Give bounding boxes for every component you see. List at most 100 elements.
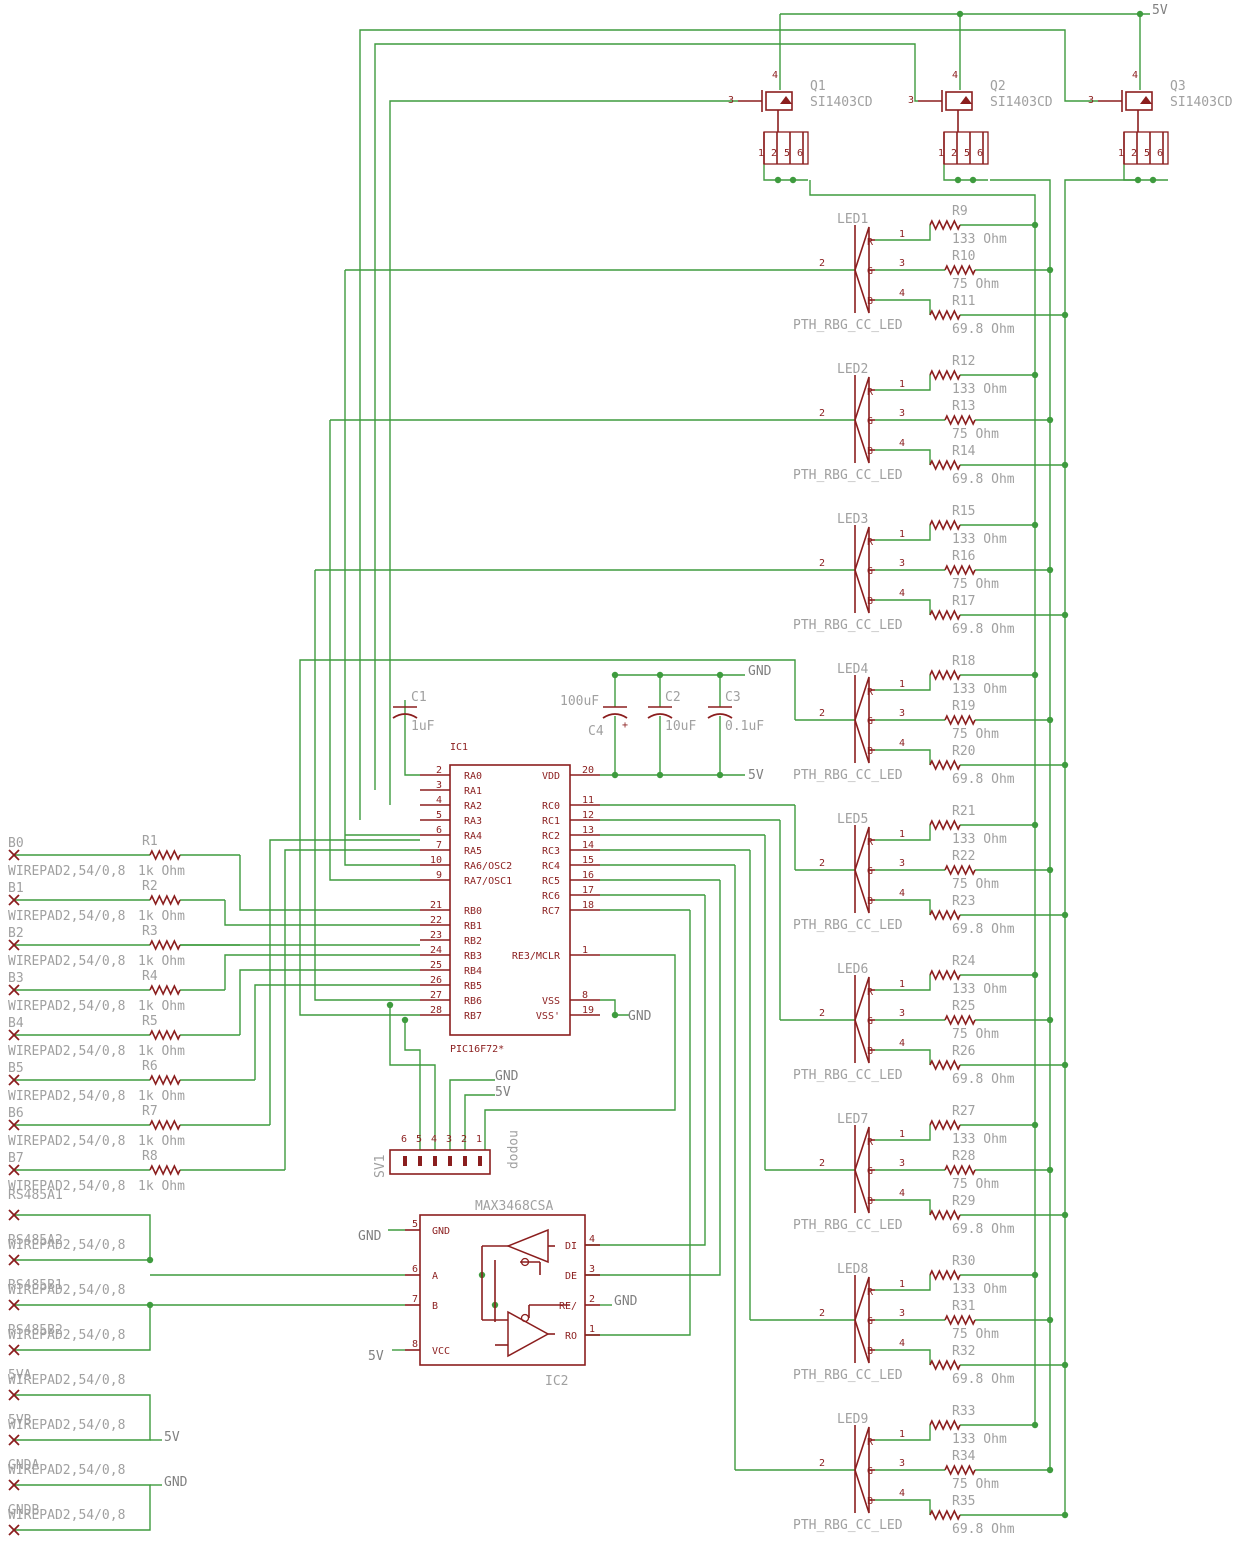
resistor xyxy=(149,1119,181,1131)
resistor-value: 69.8 Ohm xyxy=(952,322,1015,337)
led-letter: G xyxy=(867,1016,873,1027)
header-pin xyxy=(463,1156,467,1166)
capacitor-name: C3 xyxy=(725,690,741,705)
mcu-pin-number: 4 xyxy=(436,795,442,806)
driver-triangle xyxy=(505,1228,549,1264)
input-pad-name: B1 xyxy=(8,881,24,896)
transceiver-pin-number: 4 xyxy=(589,1234,595,1245)
header-pin-number: 5 xyxy=(416,1134,422,1145)
mosfet-pin-number: 6 xyxy=(1157,148,1163,159)
pad-type: WIREPAD2,54/0,8 xyxy=(8,1508,125,1523)
resistor-name: R19 xyxy=(952,699,975,714)
resistor xyxy=(929,1059,961,1071)
input-resistor-name: R5 xyxy=(142,1014,158,1029)
led-letter: R xyxy=(867,687,874,698)
resistor-value: 69.8 Ohm xyxy=(952,922,1015,937)
led-letter: B xyxy=(867,296,873,307)
led-pin-number: 2 xyxy=(819,1158,825,1169)
input-pad-type: WIREPAD2,54/0,8 xyxy=(8,909,125,924)
led-part: PTH_RBG_CC_LED xyxy=(793,768,903,783)
resistor-value: 75 Ohm xyxy=(952,1177,999,1192)
mcu-pin-number: 18 xyxy=(582,900,594,911)
input-resistor-name: R7 xyxy=(142,1104,158,1119)
transceiver-pin-number: 6 xyxy=(412,1264,418,1275)
resistor-name: R29 xyxy=(952,1194,975,1209)
wire-ra7 xyxy=(329,420,420,881)
junction-dot xyxy=(656,771,664,779)
pad-x-mark xyxy=(8,1209,20,1221)
mosfet-pin-number: 3 xyxy=(908,95,914,106)
led-pin-number: 3 xyxy=(899,1008,905,1019)
junction-dot xyxy=(1046,1016,1054,1024)
input-resistor-value: 1k Ohm xyxy=(138,1134,185,1149)
header-pin-number: 1 xyxy=(476,1134,482,1145)
mcu-pin-number: 21 xyxy=(430,900,442,911)
input-resistor-value: 1k Ohm xyxy=(138,864,185,879)
input-pad-name: B0 xyxy=(8,836,24,851)
led-letter: R xyxy=(867,387,874,398)
resistor xyxy=(929,1359,961,1371)
header-pin xyxy=(478,1156,482,1166)
wire-ra1-gate xyxy=(374,43,918,790)
wire-led-r xyxy=(875,225,931,241)
header-pin xyxy=(418,1156,422,1166)
resistor xyxy=(929,969,961,981)
wire-rb6b xyxy=(269,839,420,1125)
resistor xyxy=(149,1164,181,1176)
wire-5v-pads xyxy=(14,1394,151,1441)
transceiver-pin-name: DI xyxy=(565,1241,577,1252)
wire-rb6 xyxy=(314,570,420,1001)
resistor-name: R11 xyxy=(952,294,975,309)
transceiver-pin-number: 5 xyxy=(412,1219,418,1230)
mosfet-pin-number: 5 xyxy=(1144,148,1150,159)
resistor xyxy=(929,219,961,231)
resistor-name: R21 xyxy=(952,804,975,819)
junction-dot xyxy=(716,671,724,679)
resistor-value: 69.8 Ohm xyxy=(952,1372,1015,1387)
led-pin-number: 1 xyxy=(899,229,905,240)
resistor-name: R16 xyxy=(952,549,975,564)
led-pin-number: 4 xyxy=(899,1038,905,1049)
led-letter: G xyxy=(867,1466,873,1477)
pad-x-mark xyxy=(8,1254,20,1266)
wire-led-b xyxy=(875,599,931,615)
resistor xyxy=(929,669,961,681)
junction-dot xyxy=(954,176,962,184)
junction-dot xyxy=(1046,1316,1054,1324)
wire-gnd-pads xyxy=(14,1484,151,1531)
capacitor-polarity: + xyxy=(622,720,628,731)
wire-led-b xyxy=(875,1199,931,1215)
junction-dot xyxy=(1031,371,1039,379)
wire-led-b xyxy=(875,749,931,765)
junction-dot xyxy=(1031,1421,1039,1429)
pad-x-mark xyxy=(8,894,20,906)
junction-dot xyxy=(1031,221,1039,229)
input-resistor-name: R1 xyxy=(142,834,158,849)
wire-rb3 xyxy=(224,954,420,990)
led-name: LED6 xyxy=(837,962,868,977)
mcu-pin-number: 26 xyxy=(430,975,442,986)
wire-sv-5v xyxy=(464,1094,495,1150)
led-pin-number: 3 xyxy=(899,408,905,419)
input-pad-name: B3 xyxy=(8,971,24,986)
header-pin-number: 6 xyxy=(401,1134,407,1145)
mcu-pin-name: RA3 xyxy=(464,816,482,827)
led-pin-number: 2 xyxy=(819,858,825,869)
led-letter: G xyxy=(867,566,873,577)
resistor-value: 133 Ohm xyxy=(952,1432,1007,1447)
wire-ra6 xyxy=(344,270,420,866)
wire-rs485b xyxy=(14,1304,151,1351)
mcu-pin-name: RB5 xyxy=(464,981,482,992)
resistor-name: R10 xyxy=(952,249,975,264)
resistor xyxy=(929,1119,961,1131)
resistor-name: R32 xyxy=(952,1344,975,1359)
junction-dot xyxy=(1061,1511,1069,1519)
led-letter: R xyxy=(867,1437,874,1448)
mcu-pin-number: 11 xyxy=(582,795,594,806)
junction-dot xyxy=(1061,1361,1069,1369)
capacitor-name: C2 xyxy=(665,690,681,705)
mosfet-body xyxy=(765,91,793,111)
led-pin-number: 2 xyxy=(819,408,825,419)
led-letter: G xyxy=(867,266,873,277)
